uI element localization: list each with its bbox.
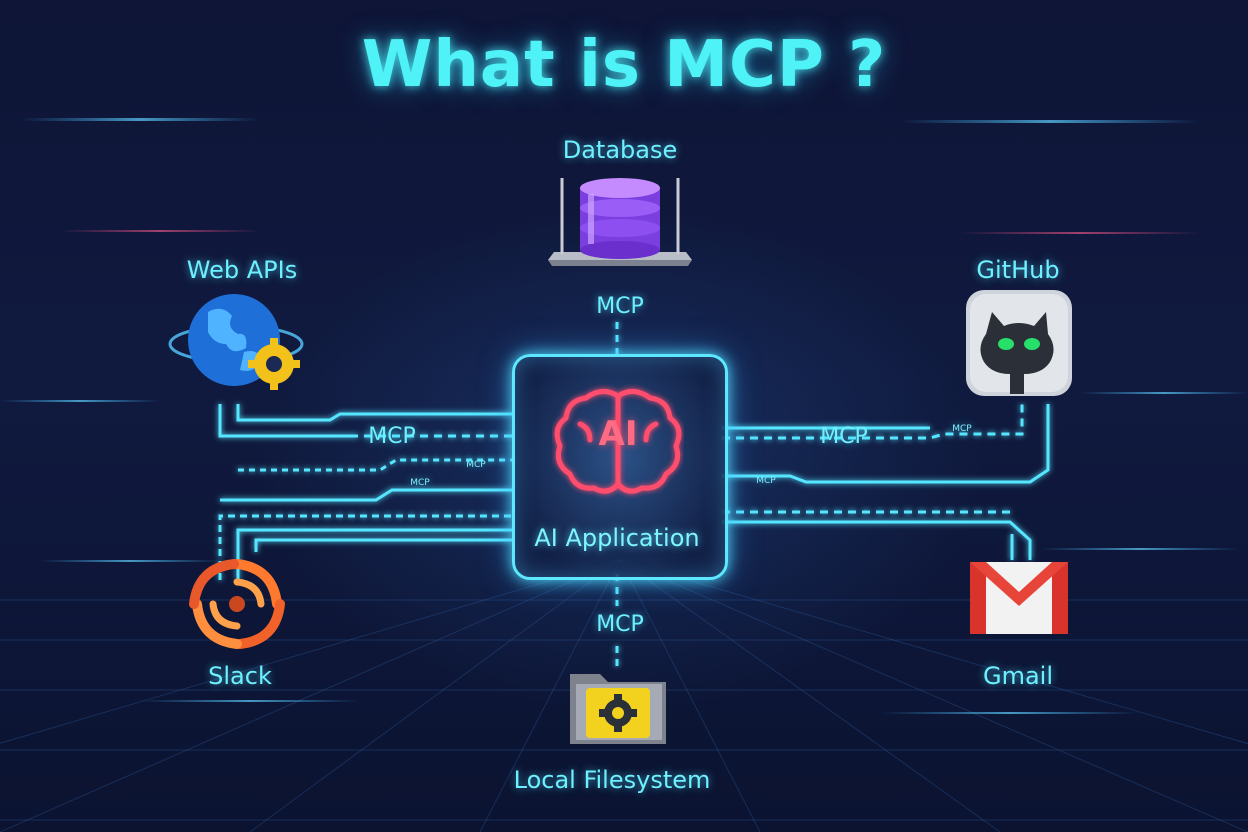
page-title: What is MCP ? [361,28,887,102]
mcp-label-small-left-2: MCP [410,478,430,488]
local-filesystem-label: Local Filesystem [513,766,711,794]
mcp-label-top: MCP [596,294,644,319]
mcp-label-left: MCP [368,424,416,449]
gmail-icon [970,562,1068,634]
web-apis-label: Web APIs [186,256,298,284]
gmail-label: Gmail [982,662,1054,690]
floor-grid [0,559,1248,832]
slack-swirl-icon [189,559,285,649]
mcp-label-right: MCP [820,424,868,449]
github-label: GitHub [976,256,1060,284]
brain-ai-text: AI [598,414,638,454]
light-streaks [0,118,1248,714]
database-label: Database [562,136,678,164]
mcp-label-small-left-1: MCP [466,460,486,470]
mcp-label-small-right-2: MCP [756,476,776,486]
connector-lines [218,322,1050,672]
slack-label: Slack [208,662,272,690]
ai-application-label: AI Application [534,524,700,552]
brain-icon [554,389,682,494]
mcp-label-small-right-1: MCP [952,424,972,434]
folder-gear-icon [570,674,666,744]
globe-gear-icon [168,294,304,390]
github-icon [966,290,1072,396]
database-icon [548,178,692,266]
mcp-label-bottom: MCP [596,612,644,637]
